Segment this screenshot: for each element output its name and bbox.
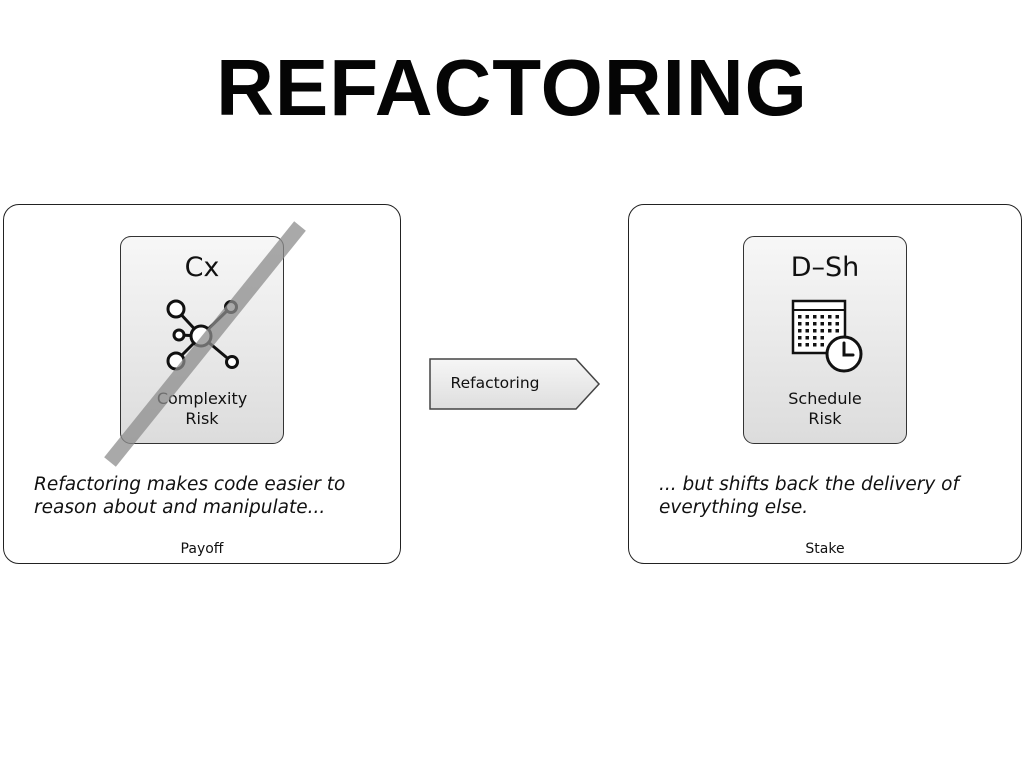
risk-label: Schedule Risk <box>788 389 862 428</box>
payoff-label: Payoff <box>180 541 224 557</box>
risk-code: D–Sh <box>790 252 860 283</box>
payoff-panel: Cx Complexity Risk Refactoring makes cod… <box>3 204 401 564</box>
slide-title: REFACTORING <box>216 43 808 132</box>
arrow-label: Refactoring <box>450 374 540 392</box>
network-icon <box>166 299 239 371</box>
risk-code: Cx <box>184 252 220 283</box>
calendar-clock-icon <box>791 299 863 373</box>
stake-panel: D–Sh Schedule Risk ... but shifts back t… <box>628 204 1022 564</box>
complexity-risk-card: Cx Complexity Risk <box>120 236 284 444</box>
risk-label: Complexity Risk <box>156 389 248 428</box>
stake-caption: ... but shifts back the delivery of ever… <box>659 474 960 518</box>
payoff-caption: Refactoring makes code easier to reason … <box>34 474 346 518</box>
stake-label: Stake <box>805 541 845 557</box>
schedule-risk-card: D–Sh Schedule Risk <box>743 236 907 444</box>
refactoring-arrow <box>429 358 601 410</box>
